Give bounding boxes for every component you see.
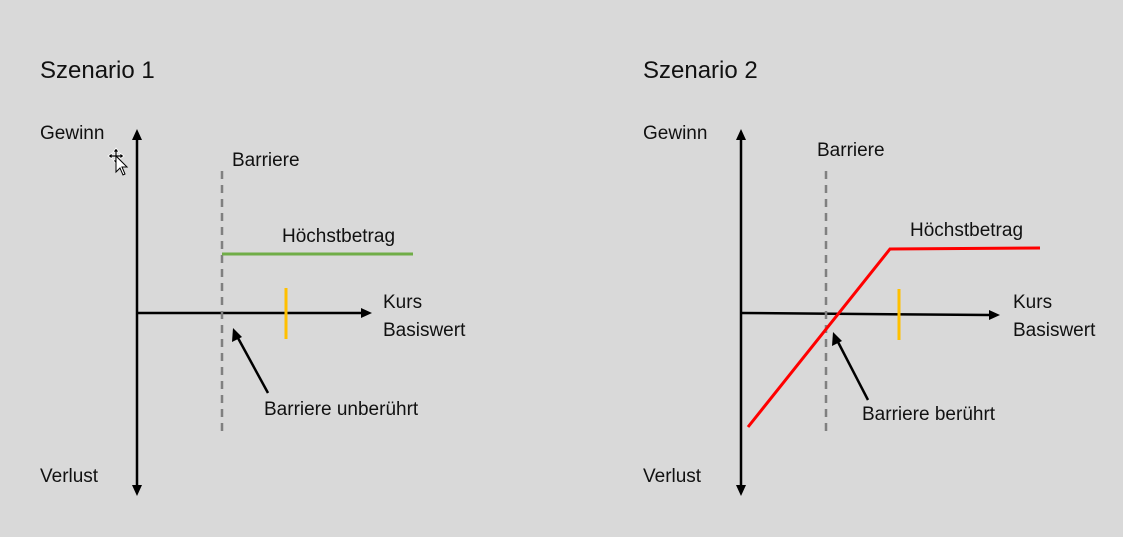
scenario-1-annotation-label: Barriere unberührt [264,399,419,420]
scenario-1-max-amount-label: Höchstbetrag [282,226,395,247]
scenario-2-annotation-label: Barriere berührt [862,404,996,425]
move-cursor-icon [107,147,129,176]
scenario-2-barrier-label: Barriere [817,140,885,161]
scenario-2-annotation-arrow [836,341,870,401]
scenario-2-x-label-kurs: Kurs [1013,292,1052,313]
scenario-2-x-axis-arrow [989,310,1000,320]
scenario-1-title: Szenario 1 [40,57,155,84]
scenario-1-verlust-label: Verlust [40,466,99,487]
scenario-2-x-label-basiswert: Basiswert [1013,320,1096,341]
scenario-1-panel: Szenario 1 Gewinn Verlust Kurs Basiswert… [40,57,466,496]
scenario-2-annotation-arrowhead [832,332,842,346]
scenario-2-y-axis-arrow-up [736,129,746,140]
scenario-1-x-label-kurs: Kurs [383,292,422,313]
scenario-1-annotation-arrow [236,337,270,394]
scenario-2-gewinn-label: Gewinn [643,123,707,144]
scenario-2-y-axis-arrow-down [736,485,746,496]
scenario-2-verlust-label: Verlust [643,466,702,487]
scenario-2-max-amount-label: Höchstbetrag [910,220,1023,241]
scenario-2-title: Szenario 2 [643,57,758,84]
scenario-1-y-axis-arrow-down [132,485,142,496]
scenario-1-x-axis-arrow [361,308,372,318]
scenario-2-x-axis [740,311,991,317]
scenario-2-panel: Szenario 2 Gewinn Verlust Kurs Basiswert… [643,57,1096,496]
scenario-1-gewinn-label: Gewinn [40,123,104,144]
scenario-1-annotation-arrowhead [232,328,242,342]
scenario-2-payoff-line [746,246,1041,428]
scenario-1-x-label-basiswert: Basiswert [383,320,466,341]
scenario-1-barrier-label: Barriere [232,150,300,171]
scenario-1-y-axis-arrow-up [132,129,142,140]
